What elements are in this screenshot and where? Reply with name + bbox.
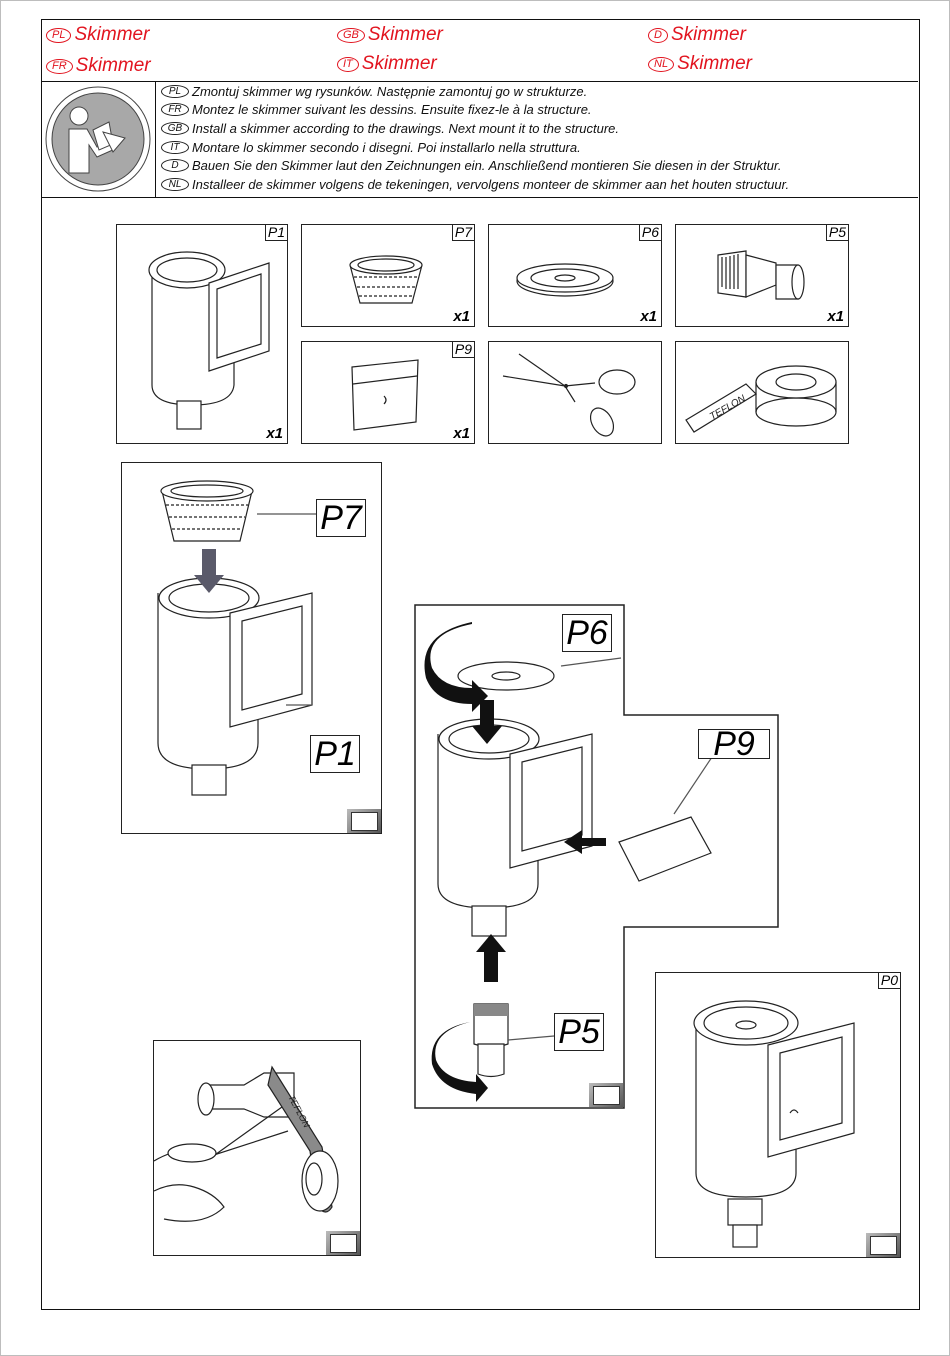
title-text: Skimmer [677,53,753,74]
step-1-illustration [157,480,317,796]
lang-badge: D [648,27,668,43]
part-p1-skimmer-body: P1 x1 [116,224,288,444]
lang-badge: NL [648,56,675,72]
lang-badge: GB [337,27,365,43]
instruction-text: Install a skimmer according to the drawi… [192,120,620,136]
lang-badge: IT [161,140,189,154]
lang-badge: PL [46,27,72,43]
flap-icon [351,359,419,431]
lang-badge: PL [161,84,189,98]
title-text: Skimmer [74,24,150,45]
step-number-box [589,1083,623,1107]
step-number-box [347,809,381,833]
quantity: x1 [453,425,470,442]
read-manual-icon [41,82,156,197]
step-number-box [866,1233,900,1257]
assembled-skimmer-illustration [693,1000,855,1248]
tool-scissors [488,341,662,444]
basket-icon [349,255,423,304]
lang-badge: IT [337,56,359,72]
lid-icon [516,263,614,297]
title-text: Skimmer [367,24,443,45]
connector-icon [717,250,805,300]
result-panel: P0 [655,972,901,1258]
part-tag: P0 [877,973,900,989]
teflon-tape-icon: TEFLON [685,365,837,433]
quantity: x1 [266,425,283,442]
title-text: Skimmer [361,53,437,74]
instruction-text: Bauen Sie den Skimmer laut den Zeichnung… [192,158,782,174]
part-tag: P1 [264,225,287,241]
step-3-panel: TEFLON [153,1040,361,1256]
tool-teflon-tape: TEFLON [675,341,849,444]
part-p5-connector: P5 x1 [675,224,849,327]
callout-p5: P5 [554,1013,604,1051]
step-2-panel [414,604,779,1109]
quantity: x1 [453,308,470,325]
part-p7-basket: P7 x1 [301,224,475,327]
lang-badge: D [161,159,189,173]
title-text: Skimmer [75,55,151,76]
part-p6-lid: P6 x1 [488,224,662,327]
callout-p9: P9 [698,727,770,761]
instruction-text: Installeer de skimmer volgens de tekenin… [192,176,790,192]
title-text: Skimmer [670,24,746,45]
part-tag: P6 [638,225,661,241]
sheet-frame [41,19,920,1310]
scissors-icon [502,353,636,437]
lang-badge: FR [161,103,189,117]
part-p9-flap: P9 x1 [301,341,475,444]
lang-badge: FR [46,58,73,74]
skimmer-body-icon [148,251,270,430]
part-tag: P7 [451,225,474,241]
instruction-text: Montez le skimmer suivant les dessins. E… [192,102,592,118]
callout-p7: P7 [316,499,366,537]
part-tag: P9 [451,342,474,358]
step-1-panel: P7 P1 [121,462,382,834]
part-tag: P5 [825,225,848,241]
step-number-box [326,1231,360,1255]
quantity: x1 [827,308,844,325]
teflon-wrapping-illustration: TEFLON [154,1065,339,1222]
quantity: x1 [640,308,657,325]
lang-badge: GB [161,121,189,135]
callout-p6: P6 [562,614,612,652]
lang-badge: NL [161,177,189,191]
instruction-text: Montare lo skimmer secondo i disegni. Po… [192,139,581,155]
instruction-text: Zmontuj skimmer wg rysunków. Następnie z… [192,83,588,99]
callout-p1: P1 [310,735,360,773]
